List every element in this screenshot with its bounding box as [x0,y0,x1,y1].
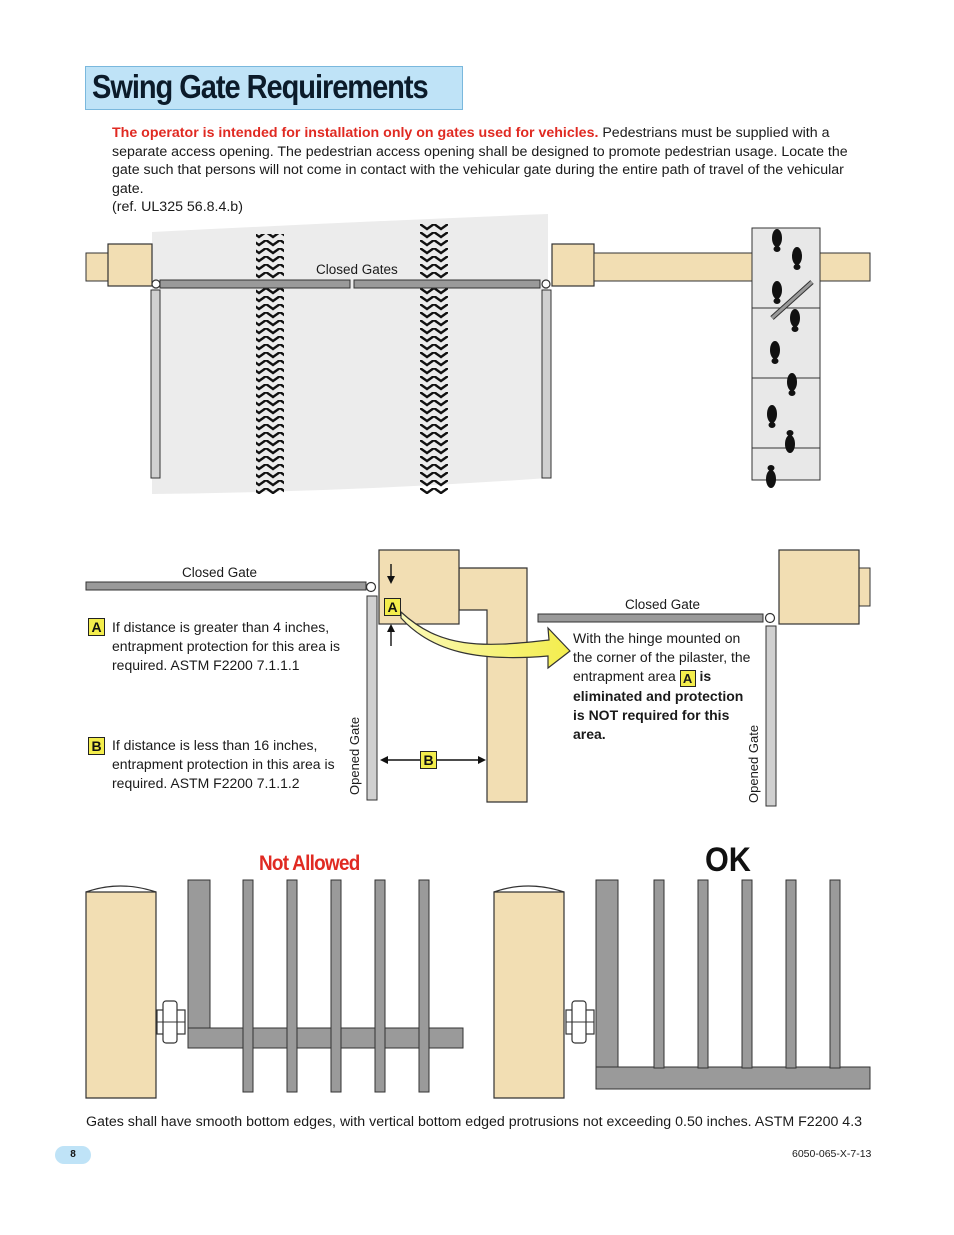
badge-a-diagram: A [384,598,401,616]
bottom-diagram-not-allowed [85,879,464,1099]
pilaster-bottom-right [493,891,565,1099]
closed-gates-label: Closed Gates [316,262,398,277]
badge-b-note: B [88,737,105,755]
intro-body: Pedestrians must be supplied with a sepa… [112,125,848,197]
badge-a-inline: A [679,670,696,687]
hinge-top-right [541,279,551,289]
pilaster-left [107,243,153,287]
not-allowed-label: Not Allowed [259,852,360,875]
page-title-banner: Swing Gate Requirements [85,66,463,110]
pilaster-mid-right [778,549,860,625]
pilaster-bottom-left [85,891,157,1099]
wall-left [85,252,109,282]
badge-a-note: A [88,618,105,636]
hinge-note-bold: eliminated and protection is NOT require… [573,688,744,742]
closed-gate-top-right [353,279,541,289]
hinge-top-left [151,279,161,289]
page-title: Swing Gate Requirements [92,68,429,105]
hinge-mid-left [365,581,377,593]
hinge-note-lead: With the hinge mounted on the corner of … [573,630,751,684]
opened-gate-top-right [541,289,552,479]
intro-paragraph: The operator is intended for installatio… [112,124,872,217]
wall-right [819,252,871,282]
tire-track-left [256,234,284,494]
closed-gate-mid-left [85,581,367,591]
note-a: If distance is greater than 4 inches, en… [112,619,341,673]
closed-gate-mid-right [537,613,764,623]
wall-middle [593,252,753,282]
pilaster-mid-left [378,549,460,625]
gate-frame-left-post [187,879,211,1049]
gate-frame-left-post-ok [595,879,619,1089]
note-b: If distance is less than 16 inches, entr… [112,737,335,791]
pilaster-right [551,243,595,287]
hinge-note-is: is [699,668,712,684]
opened-gate-top-left [150,289,161,479]
intro-reference: (ref. UL325 56.8.4.b) [112,199,243,216]
reference-arrow [400,610,571,670]
closed-gate-left-label: Closed Gate [182,565,258,580]
gate-frame-bottom-rail [187,1027,464,1049]
gate-frame-bottom-rail-ok [595,1066,871,1090]
ok-label: OK [705,841,751,879]
footprints-icon [766,229,802,488]
opened-gate-mid-left [366,595,378,801]
bottom-diagram-ok [493,879,871,1099]
vehicle-only-warning: The operator is intended for installatio… [112,125,599,141]
closed-gate-top-left [159,279,351,289]
tire-track-right [420,224,448,494]
bottom-edge-requirement: Gates shall have smooth bottom edges, wi… [86,1114,863,1130]
page-number: 8 [55,1146,91,1164]
opened-gate-left-label: Opened Gate [347,716,362,795]
pedestrian-walkway [751,227,821,481]
badge-b-diagram: B [420,751,437,769]
top-diagram [85,214,871,494]
opened-gate-mid-right [765,625,777,807]
hinge-note: With the hinge mounted on the corner of … [573,629,751,744]
wall-mid-right [857,567,871,607]
middle-diagram [85,549,871,807]
hinge-mid-right [764,612,776,624]
document-code: 6050-065-X-7-13 [792,1148,872,1160]
driveway-surface [152,214,548,494]
closed-gate-right-label: Closed Gate [625,597,701,612]
wall-l-shape [458,567,528,803]
